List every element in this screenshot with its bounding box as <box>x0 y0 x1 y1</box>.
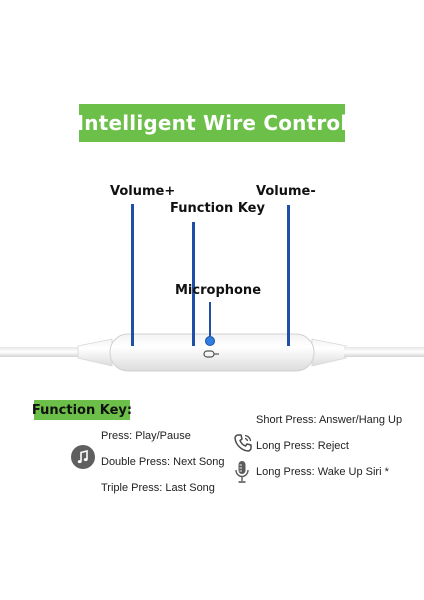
call-item-wake-up-siri: Long Press: Wake Up Siri * <box>256 466 389 478</box>
remote-mic-symbol <box>203 350 219 358</box>
microphone-icon <box>234 460 250 484</box>
music-item-last-song: Triple Press: Last Song <box>101 482 215 494</box>
volume-plus-pointer <box>131 204 134 346</box>
microphone-pointer <box>209 302 211 336</box>
music-note-icon <box>71 445 95 469</box>
cable-right <box>344 347 424 357</box>
function-key-heading: Function Key: <box>31 400 133 420</box>
volume-minus-label: Volume- <box>256 184 316 199</box>
function-key-heading-text: Function Key: <box>31 402 133 418</box>
phone-icon <box>233 433 253 453</box>
cable-left <box>0 347 80 357</box>
volume-plus-label: Volume+ <box>110 184 176 199</box>
cable-connector-left <box>77 338 113 367</box>
microphone-hole <box>205 336 215 346</box>
function-key-pointer <box>192 222 195 346</box>
music-item-play-pause: Press: Play/Pause <box>101 430 191 442</box>
music-item-next-song: Double Press: Next Song <box>101 456 225 468</box>
call-item-reject: Long Press: Reject <box>256 440 349 452</box>
microphone-label: Microphone <box>175 283 262 298</box>
volume-minus-pointer <box>287 205 290 346</box>
cable-connector-right <box>311 338 347 367</box>
call-item-answer-hang-up: Short Press: Answer/Hang Up <box>256 414 403 426</box>
page-title: Intelligent Wire Control <box>76 111 348 135</box>
title-banner: Intelligent Wire Control <box>76 104 348 142</box>
function-key-label: Function Key <box>170 201 265 216</box>
remote-control-body <box>109 333 315 372</box>
